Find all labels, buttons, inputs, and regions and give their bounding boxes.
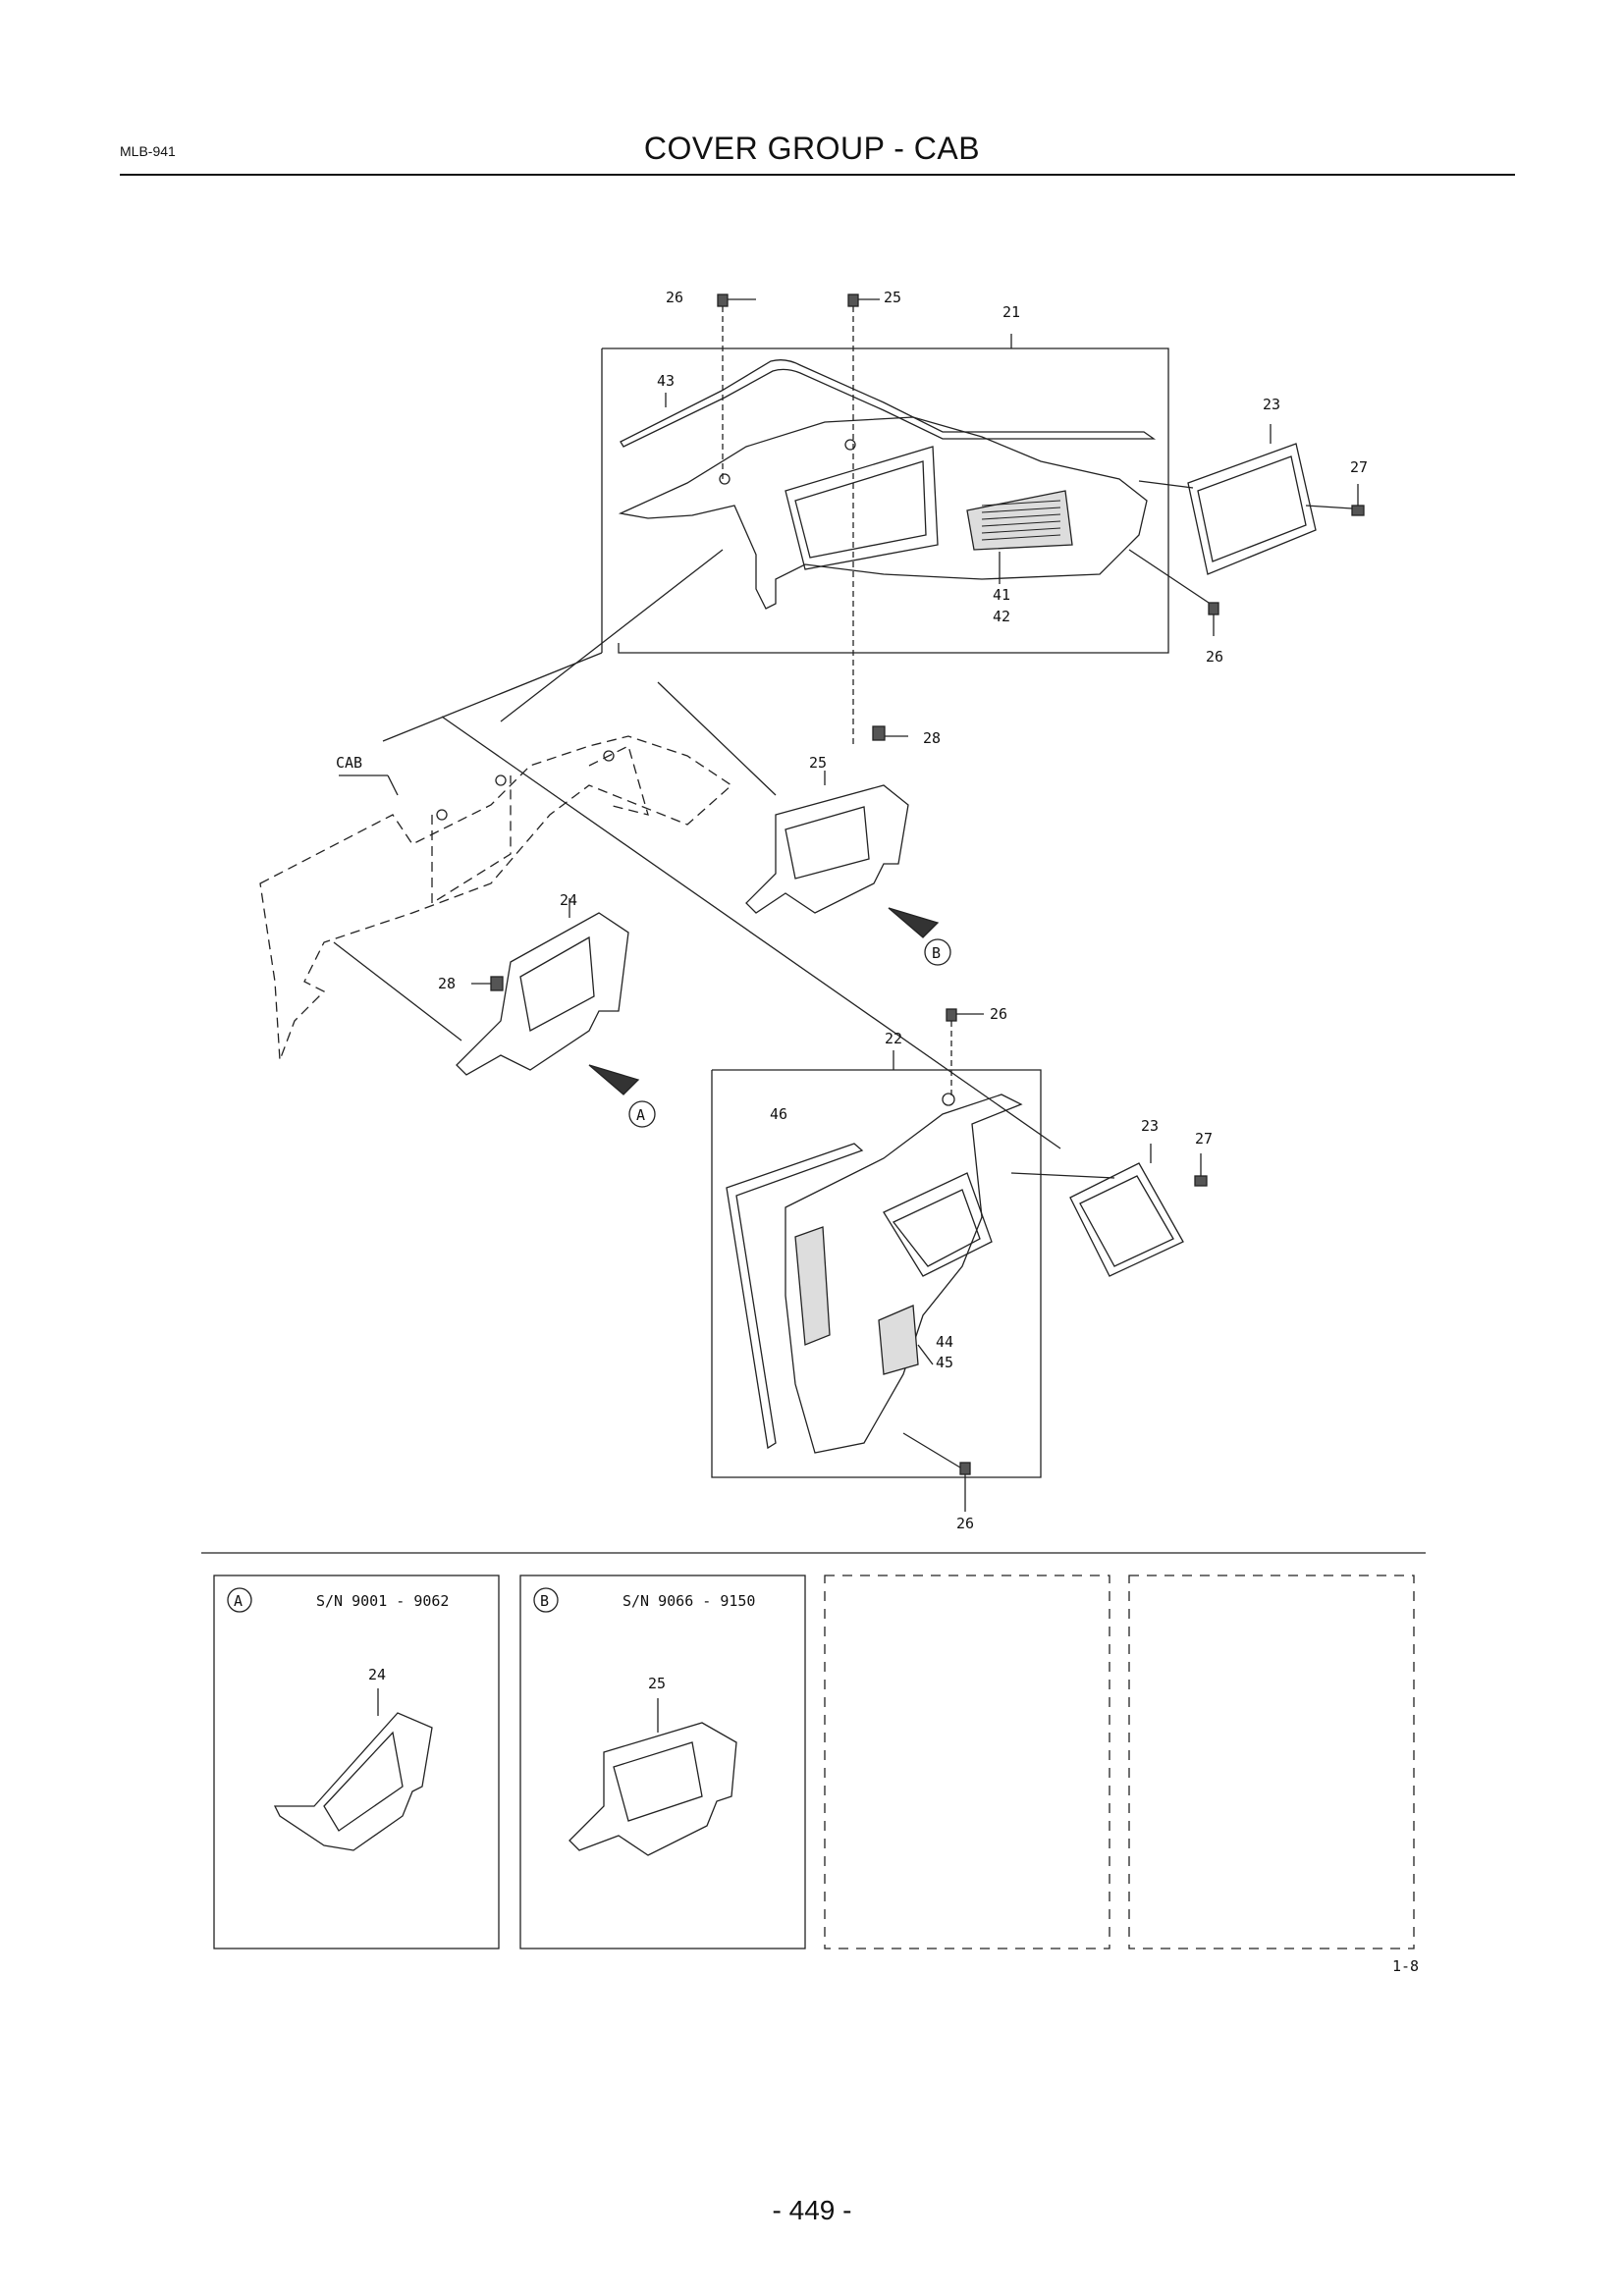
callout-cab: CAB [336, 754, 362, 772]
screw-27-upper [1351, 505, 1365, 516]
callout-28: 28 [438, 975, 456, 992]
screw-26-bottom-lower [959, 1462, 971, 1475]
screw-27-lower [1194, 1175, 1208, 1187]
assembly-frame-22 [711, 1069, 1042, 1478]
callout-27: 27 [1195, 1130, 1213, 1148]
bracket-24 [456, 898, 640, 1095]
callout-42: 42 [993, 608, 1010, 625]
callout-26: 26 [990, 1005, 1007, 1023]
header-divider [120, 174, 1515, 176]
callout-45: 45 [936, 1354, 953, 1371]
svg-text:B: B [540, 1592, 549, 1610]
cab-frame [259, 735, 733, 1061]
callout-46: 46 [770, 1105, 787, 1123]
callout-26: 26 [1206, 648, 1223, 666]
vent-grille-41 [966, 490, 1073, 551]
page-number: - 449 - [772, 2195, 852, 2225]
arrow-a [588, 1064, 640, 1095]
callout-25: 25 [809, 754, 827, 772]
variant-panel-b: B S/N 9066 - 9150 25 [519, 1575, 806, 1949]
arrow-b [888, 907, 940, 938]
svg-text:A: A [636, 1106, 645, 1124]
page-title: COVER GROUP - CAB [643, 131, 981, 166]
document-code: MLB-941 [120, 143, 176, 159]
empty-panel [824, 1575, 1110, 1949]
empty-panel [1128, 1575, 1415, 1949]
serial-range: S/N 9066 - 9150 [623, 1592, 755, 1610]
cover-opening [785, 446, 939, 570]
callout-25: 25 [884, 289, 901, 306]
callout-26: 26 [666, 289, 683, 306]
upper-cover-assembly [382, 294, 1365, 746]
screw-28-upper [872, 725, 886, 741]
upper-cover-21 [618, 416, 1148, 610]
svg-text:A: A [234, 1592, 243, 1610]
callout-27: 27 [1350, 458, 1368, 476]
side-vent [794, 1226, 831, 1346]
variant-panel-a: A S/N 9001 - 9062 24 [213, 1575, 500, 1949]
callout-24: 24 [368, 1666, 386, 1683]
callout-24: 24 [560, 891, 577, 909]
weather-strip-46 [726, 1143, 864, 1450]
screw-26-top-lower [946, 1008, 957, 1022]
callout-22: 22 [885, 1030, 902, 1047]
lower-cover-22 [785, 1094, 1023, 1454]
bracket-25 [745, 725, 940, 938]
callout-28: 28 [923, 729, 941, 747]
callout-26: 26 [956, 1515, 974, 1532]
serial-range: S/N 9001 - 9062 [316, 1592, 449, 1610]
svg-text:B: B [932, 944, 941, 962]
callout-25: 25 [648, 1675, 666, 1692]
assembly-frame-21 [602, 347, 1169, 654]
screw-28-lower [490, 976, 504, 991]
screw-26-side [1208, 602, 1219, 615]
bracket-24-variant [273, 1688, 433, 1851]
weather-strip-43 [620, 359, 1157, 448]
callout-43: 43 [657, 372, 675, 390]
figure-code: 1-8 [1392, 1957, 1419, 1975]
callout-44: 44 [936, 1333, 953, 1351]
marker-b: B [924, 938, 951, 966]
lower-cover-assembly [711, 1008, 1208, 1512]
callout-23: 23 [1263, 396, 1280, 413]
marker-a: A [628, 1100, 656, 1128]
callout-21: 21 [1002, 303, 1020, 321]
frame-23-lower [1069, 1144, 1184, 1277]
callout-41: 41 [993, 586, 1010, 604]
frame-23-upper [1138, 424, 1317, 575]
bracket-25-variant [568, 1698, 737, 1856]
vent-44 [878, 1305, 919, 1375]
callout-23: 23 [1141, 1117, 1159, 1135]
